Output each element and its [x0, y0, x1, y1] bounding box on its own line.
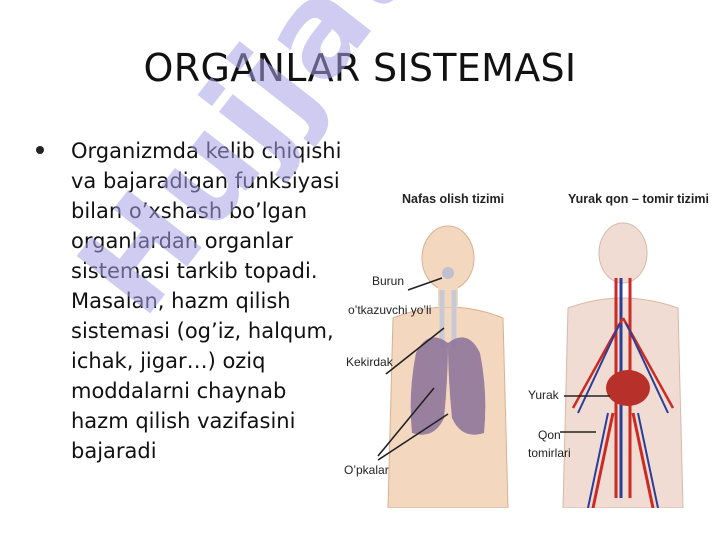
- label-airway: o’tkazuvchi yo’li: [348, 303, 432, 317]
- bullet-marker: [36, 146, 44, 154]
- label-qon: Qon: [538, 428, 561, 442]
- label-opkalar: O’pkalar: [344, 463, 389, 477]
- respiratory-title: Nafas olish tizimi: [402, 192, 505, 206]
- circulatory-title: Yurak qon – tomir tizimi: [568, 192, 709, 206]
- bullet-list: Organizmda kelib chiqishi va bajaradigan…: [36, 136, 346, 466]
- anatomy-figure: Nafas olish tizimi Yurak qon – tomir tiz…: [338, 178, 709, 508]
- label-kekirdak: Kekirdak: [346, 355, 393, 369]
- label-pointers: [377, 277, 610, 461]
- circulatory-body: [562, 222, 684, 508]
- bullet-text: Organizmda kelib chiqishi va bajaradigan…: [71, 139, 342, 463]
- label-burun: Burun: [372, 274, 405, 288]
- label-yurak: Yurak: [528, 388, 559, 402]
- anatomy-illustration: [377, 222, 684, 508]
- label-tomirlari: tomirlari: [528, 446, 571, 460]
- respiratory-body: [387, 225, 509, 508]
- slide-title: ORGANLAR SISTEMASI: [143, 46, 577, 90]
